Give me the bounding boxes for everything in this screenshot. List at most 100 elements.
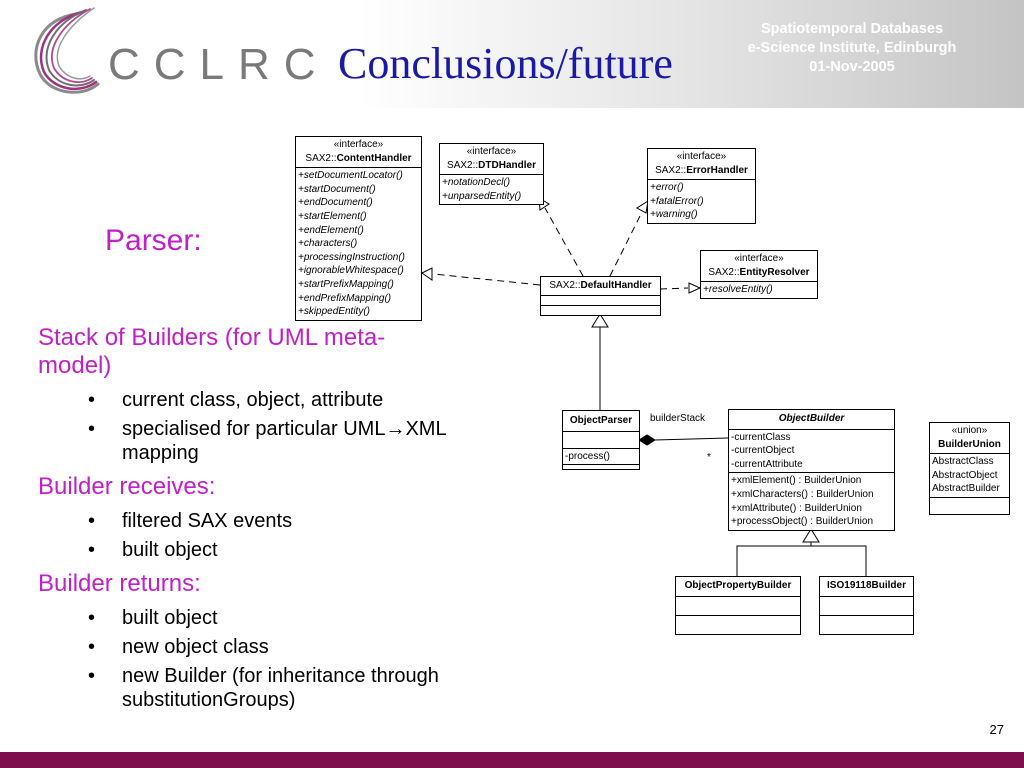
stereotype: «union»	[951, 425, 988, 436]
uml-class-objectbuilder: ObjectBuilder -currentClass -currentObje…	[728, 409, 895, 531]
uml-class-contenthandler: «interface» SAX2::ContentHandler +setDoc…	[295, 136, 422, 321]
stereotype: «interface»	[676, 151, 727, 162]
operation: +setDocumentLocator()	[298, 170, 403, 182]
class-name: ObjectParser	[563, 411, 639, 432]
operation: +startDocument()	[298, 183, 376, 195]
operation: +warning()	[650, 209, 698, 221]
attribute: -currentObject	[731, 445, 795, 457]
class-name: BuilderUnion	[938, 438, 1001, 450]
class-prefix: SAX2::	[447, 159, 479, 171]
attribute: AbstractObject	[932, 469, 998, 481]
bullet-list: Stack of Builders (for UML meta-model) c…	[38, 324, 448, 712]
attribute: -currentClass	[731, 431, 791, 443]
class-name-bold: ErrorHandler	[686, 164, 748, 176]
uml-class-header: «union» BuilderUnion	[930, 423, 1009, 455]
class-name: SAX2::EntityResolver	[703, 266, 815, 280]
operation: +resolveEntity()	[703, 284, 773, 296]
operation: +notationDecl()	[442, 177, 511, 189]
bullet-item: current class, object, attribute	[38, 388, 448, 412]
class-name: ObjectPropertyBuilder	[676, 577, 800, 597]
stereotype: «interface»	[466, 146, 517, 157]
class-name: ObjectBuilder	[729, 410, 894, 430]
uml-class-defaulthandler: SAX2::DefaultHandler	[540, 276, 661, 316]
operations: +notationDecl() +unparsedEntity()	[440, 175, 543, 204]
bullet-item: specialised for particular UML→XML mappi…	[38, 417, 448, 465]
attributes: AbstractClass AbstractObject AbstractBui…	[930, 454, 1009, 498]
operation: +characters()	[298, 238, 358, 250]
class-name-bold: DTDHandler	[478, 159, 536, 171]
generalization-arrowhead	[802, 528, 820, 543]
cclrc-logo-text: CCLRC	[108, 40, 330, 89]
aggregation-diamond	[638, 434, 656, 446]
footer-bar	[0, 752, 1024, 768]
operation: +endDocument()	[298, 197, 373, 209]
class-name-bold: EntityResolver	[739, 266, 810, 278]
realization-arrowhead	[421, 267, 433, 281]
association-label: builderStack	[650, 413, 706, 424]
class-prefix: SAX2::	[708, 266, 740, 278]
class-name: SAX2::ContentHandler	[298, 152, 419, 166]
bullet-item: built object	[38, 606, 448, 630]
realization-to-errorhandler	[609, 211, 643, 277]
class-name: SAX2::ErrorHandler	[650, 164, 753, 178]
attribute: AbstractClass	[932, 456, 994, 468]
bullet-item: new Builder (for inheritance through sub…	[38, 664, 448, 712]
operation: +error()	[650, 182, 684, 194]
heading-builder-returns: Builder returns:	[38, 570, 201, 597]
realization-to-contenthandler	[433, 273, 541, 286]
empty-compartment	[563, 465, 639, 469]
operation: +ignorableWhitespace()	[298, 265, 404, 277]
attributes-empty	[820, 597, 913, 616]
attribute: AbstractBuilder	[932, 483, 1000, 495]
bullet-item: built object	[38, 538, 448, 562]
header-info-line: e-Science Institute, Edinburgh	[747, 40, 957, 56]
header-info: Spatiotemporal Databases e-Science Insti…	[702, 20, 1002, 77]
uml-class-header: «interface» SAX2::ErrorHandler	[648, 149, 755, 181]
realization-arrowhead	[688, 282, 702, 294]
class-prefix: SAX2::	[549, 280, 581, 291]
operations: +resolveEntity()	[701, 282, 817, 298]
operation: +startPrefixMapping()	[298, 278, 394, 290]
attributes-empty	[541, 296, 660, 306]
operations-empty	[676, 616, 800, 634]
operation: +xmlElement() : BuilderUnion	[731, 475, 862, 487]
attributes: -currentClass -currentObject -currentAtt…	[729, 430, 894, 474]
slide-title: Conclusions/future	[338, 39, 673, 88]
operation: +unparsedEntity()	[442, 190, 522, 202]
uml-class-header: «interface» SAX2::DTDHandler	[440, 144, 543, 176]
uml-class-objectpropertybuilder: ObjectPropertyBuilder	[675, 576, 801, 635]
class-name: SAX2::DTDHandler	[442, 159, 541, 173]
operation: -process()	[565, 450, 611, 462]
generalization-arrowhead	[591, 313, 609, 328]
bullet-item: new object class	[38, 635, 448, 659]
operations-empty	[541, 306, 660, 315]
class-prefix: SAX2::	[305, 152, 337, 164]
uml-class-builderunion: «union» BuilderUnion AbstractClass Abstr…	[929, 422, 1010, 515]
uml-class-header: SAX2::DefaultHandler	[541, 277, 660, 296]
operation: +startElement()	[298, 210, 367, 222]
uml-class-header: «interface» SAX2::EntityResolver	[701, 251, 817, 283]
cclrc-logo-swirl-icon	[34, 7, 100, 94]
stereotype: «interface»	[734, 253, 784, 264]
operation: +processingInstruction()	[298, 251, 405, 263]
uml-class-errorhandler: «interface» SAX2::ErrorHandler +error() …	[647, 148, 756, 224]
class-name: ISO19118Builder	[820, 577, 913, 597]
class-prefix: SAX2::	[655, 164, 687, 176]
operations-empty	[930, 498, 1009, 514]
attributes-empty	[676, 597, 800, 616]
attribute: -currentAttribute	[731, 458, 803, 470]
operation: +skippedEntity()	[298, 306, 370, 318]
operation: +xmlCharacters() : BuilderUnion	[731, 488, 874, 500]
heading-builder-receives: Builder receives:	[38, 473, 216, 500]
aggregation-line	[654, 437, 729, 441]
stereotype: «interface»	[333, 139, 384, 150]
class-name-bold: DefaultHandler	[580, 280, 652, 291]
generalization-line	[736, 545, 867, 576]
header-info-line: Spatiotemporal Databases	[760, 21, 944, 37]
operation: +xmlAttribute() : BuilderUnion	[731, 502, 862, 514]
operations: +xmlElement() : BuilderUnion +xmlCharact…	[729, 473, 894, 529]
realization-to-entityresolver	[659, 287, 689, 290]
heading-stack-of-builders: Stack of Builders (for UML meta-model)	[38, 324, 386, 379]
uml-class-entityresolver: «interface» SAX2::EntityResolver +resolv…	[700, 250, 818, 299]
operation: +endElement()	[298, 224, 364, 236]
